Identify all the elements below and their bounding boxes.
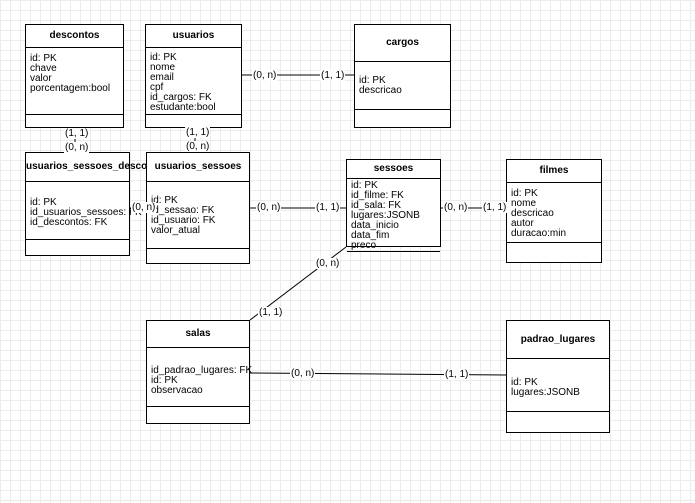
entity-attributes: id_padrao_lugares: FK id: PK observacao [147,348,253,406]
attribute: id: PK [151,195,178,206]
attribute: valor [30,73,52,84]
attribute: estudante:bool [150,102,216,113]
entity-filmes[interactable]: filmes id: PK nome descricao autor durac… [506,159,602,263]
cardinality-label: (0, n) [315,258,341,269]
attribute: nome [511,198,537,209]
entity-title: usuarios_sessoes_descontos [26,153,168,182]
entity-title: sessoes [347,160,440,179]
entity-attributes: id: PK chave valor porcentagem:bool [26,48,123,114]
entity-title: descontos [26,25,123,48]
attribute: id: PK [151,375,178,386]
entity-footer [26,239,129,255]
entity-footer [507,411,609,432]
entity-footer [147,248,249,263]
attribute: id: PK [511,377,538,388]
cardinality-label: (1, 1) [315,202,341,213]
cardinality-label: (1, 1) [64,128,90,139]
attribute: id: PK [511,188,538,199]
attribute: id: PK [30,197,57,208]
entity-usuarios-sessoes-descontos[interactable]: usuarios_sessoes_descontos id: PK id_usu… [25,152,168,256]
attribute: observacao [151,385,203,396]
entity-title: salas [147,321,249,348]
entity-title: cargos [355,25,450,62]
cardinality-label: (1, 1) [444,369,470,380]
attribute: preco [351,240,377,251]
entity-footer [147,406,249,423]
attribute: id_padrao_lugares: FK [151,365,253,376]
entity-footer [26,114,123,127]
attribute: descricao [511,208,554,219]
entity-attributes: id: PK id_filme: FK id_sala: FK lugares:… [347,179,440,251]
attribute: chave [30,63,57,74]
entity-footer [146,114,241,127]
entity-footer [355,109,450,127]
cardinality-label: (0, n) [252,70,278,81]
entity-cargos[interactable]: cargos id: PK descricao [354,24,451,128]
attribute: id: PK [150,52,177,63]
cardinality-label: (0, n) [256,202,282,213]
attribute: email [150,72,174,83]
attribute: data_inicio [351,220,399,231]
entity-title: usuarios [146,25,241,48]
attribute: nome [150,62,176,73]
attribute: id_cargos: FK [150,92,212,103]
attribute: id: PK [30,53,57,64]
cardinality-label: (1, 1) [185,127,211,138]
cardinality-label: (1, 1) [482,202,508,213]
cardinality-label: (0, n) [185,141,211,152]
entity-attributes: id: PK id_usuarios_sessoes: FK id_descon… [26,182,142,239]
attribute: id_sala: FK [351,200,402,211]
entity-footer [347,251,440,252]
entity-title: filmes [507,160,601,183]
entity-usuarios-sessoes[interactable]: usuarios_sessoes id: PK id_sessao: FK id… [146,152,250,264]
attribute: descricao [359,85,402,96]
cardinality-label: (0, n) [64,142,90,153]
entity-padrao-lugares[interactable]: padrao_lugares id: PK lugares:JSONB [506,320,610,433]
cardinality-label: (0, n) [131,202,157,213]
entity-attributes: id: PK nome email cpf id_cargos: FK estu… [146,48,241,114]
entity-attributes: id: PK id_sessao: FK id_usuario: FK valo… [147,182,249,248]
attribute: data_fim [351,230,390,241]
attribute: id: PK [351,180,378,191]
entity-attributes: id: PK nome descricao autor duracao:min [507,183,601,242]
entity-attributes: id: PK lugares:JSONB [507,359,609,411]
cardinality-label: (1, 1) [258,307,284,318]
attribute: porcentagem:bool [30,83,111,94]
attribute: duracao:min [511,228,567,239]
attribute: cpf [150,82,164,93]
entity-sessoes[interactable]: sessoes id: PK id_filme: FK id_sala: FK … [346,159,441,252]
entity-salas[interactable]: salas id_padrao_lugares: FK id: PK obser… [146,320,253,424]
attribute: lugares:JSONB [351,210,420,221]
cardinality-label: (1, 1) [320,70,346,81]
entity-descontos[interactable]: descontos id: PK chave valor porcentagem… [25,24,124,128]
entity-attributes: id: PK descricao [355,62,450,109]
cardinality-label: (0, n) [443,202,469,213]
attribute: valor_atual [151,225,200,236]
attribute: lugares:JSONB [511,387,580,398]
entity-title: usuarios_sessoes [147,153,249,182]
attribute: id_usuarios_sessoes: FK [30,207,142,218]
attribute: autor [511,218,534,229]
attribute: id_usuario: FK [151,215,216,226]
cardinality-label: (0, n) [290,368,316,379]
entity-title: padrao_lugares [507,321,609,359]
entity-footer [507,242,601,262]
attribute: id: PK [359,75,386,86]
entity-usuarios[interactable]: usuarios id: PK nome email cpf id_cargos… [145,24,242,128]
attribute: id_sessao: FK [151,205,215,216]
attribute: id_filme: FK [351,190,404,201]
attribute: id_descontos: FK [30,217,108,228]
